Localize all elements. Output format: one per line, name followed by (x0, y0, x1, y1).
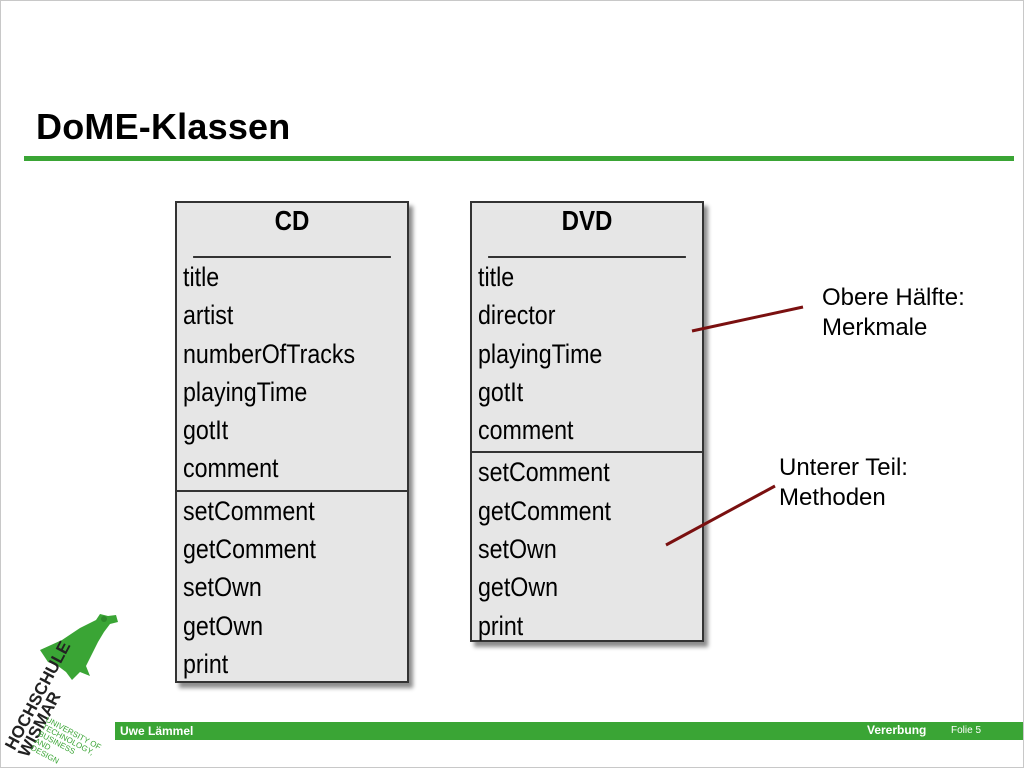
cd-field: playingTime (183, 376, 308, 407)
footer-page-number: Folie 5 (951, 725, 982, 736)
cd-class-name: CD (193, 203, 391, 258)
dvd-field: gotIt (478, 376, 524, 407)
cd-fields-section: title artist numberOfTracks playingTime … (177, 258, 407, 492)
cd-field: artist (183, 300, 234, 331)
footer-author: Uwe Lämmel (120, 724, 194, 738)
cd-methods-section: setComment getComment setOwn getOwn prin… (177, 492, 407, 685)
lower-part-note: Unterer Teil: Methoden (779, 453, 908, 513)
upper-note-line1: Obere Hälfte: (822, 284, 965, 311)
cd-field: title (183, 262, 220, 292)
dvd-field: director (478, 300, 556, 331)
upper-connector-line (691, 305, 804, 333)
cd-field: comment (183, 453, 279, 484)
dvd-fields-section: title director playingTime gotIt comment (472, 258, 702, 454)
cd-field: gotIt (183, 415, 229, 446)
slide-title: DoME-Klassen (36, 106, 291, 147)
dvd-method: getComment (478, 495, 611, 526)
cd-method: setComment (183, 495, 315, 526)
dvd-class-name: DVD (488, 203, 686, 258)
dvd-methods-section: setComment getComment setOwn getOwn prin… (472, 453, 702, 646)
dvd-method: setComment (478, 457, 610, 488)
footer-topic: Vererbung (867, 723, 927, 737)
dvd-class-diagram: DVD title director playingTime gotIt com… (470, 201, 704, 642)
cd-class-diagram: CD title artist numberOfTracks playingTi… (175, 201, 409, 683)
university-logo-bird-icon (40, 614, 118, 680)
dvd-field: title (478, 262, 515, 292)
dvd-field: comment (478, 415, 574, 446)
dvd-method: setOwn (478, 534, 557, 565)
cd-method: getComment (183, 534, 316, 565)
dvd-method: getOwn (478, 572, 559, 603)
lower-note-line1: Unterer Teil: (779, 454, 908, 481)
lower-connector-line (665, 484, 776, 547)
upper-note-line2: Merkmale (822, 314, 928, 341)
dvd-method: print (478, 610, 524, 641)
cd-method: getOwn (183, 610, 264, 641)
cd-field: numberOfTracks (183, 338, 356, 369)
title-underline (24, 156, 1014, 161)
dvd-field: playingTime (478, 338, 603, 369)
cd-method: print (183, 648, 229, 679)
lower-note-line2: Methoden (779, 484, 886, 511)
cd-method: setOwn (183, 572, 262, 603)
upper-half-note: Obere Hälfte: Merkmale (822, 283, 965, 343)
footer-bar: Uwe Lämmel Vererbung Folie 5 (115, 722, 1023, 740)
